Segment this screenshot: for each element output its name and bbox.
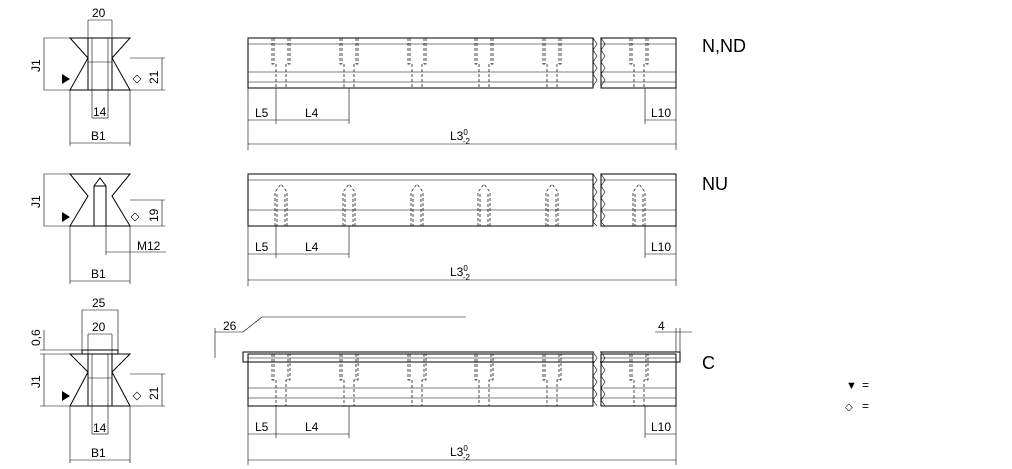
threaded-hole	[545, 183, 559, 226]
dim-inner: 14	[93, 105, 107, 119]
section-view-n-nd: 20 J1 21 14 B1	[29, 6, 165, 146]
rail-view-nu: L5 L4 L10 L30-2	[247, 173, 677, 286]
dim-j1: J1	[29, 59, 43, 72]
threaded-hole	[274, 183, 288, 226]
mounting-hole	[474, 354, 494, 407]
diamond-marker-icon	[132, 391, 142, 401]
row-label-n-nd: N,ND	[702, 36, 746, 56]
mounting-hole	[629, 38, 649, 89]
section-view-nu: J1 19 M12 B1	[29, 173, 166, 284]
mounting-hole	[542, 38, 562, 89]
dim-j1: J1	[29, 375, 43, 388]
row-label-nu: NU	[702, 174, 728, 194]
mounting-hole	[542, 354, 562, 407]
dim-right: 21	[147, 386, 161, 400]
dim-l3: L30-2	[450, 444, 470, 462]
threaded-hole	[410, 183, 424, 226]
rail-view-c: 26 4 L5 L4 L10 L30-2	[214, 316, 692, 465]
dim-right: 21	[147, 70, 161, 84]
dim-right: 19	[147, 208, 161, 222]
legend: ▼ = ◇ =	[845, 378, 869, 413]
diamond-marker-icon	[130, 212, 140, 222]
mounting-hole	[629, 354, 649, 407]
section-view-c: 25 20 0,6 J1 21 14 B1	[29, 296, 165, 463]
mounting-hole	[474, 38, 494, 89]
rail-view-n-nd: L5 L4 L10 L30-2	[247, 37, 677, 150]
dim-l5: L5	[255, 420, 269, 434]
triangle-marker-icon	[62, 391, 70, 401]
dim-l10: L10	[651, 240, 671, 254]
dim-inner: 14	[93, 421, 107, 435]
dim-l4: L4	[305, 240, 319, 254]
triangle-marker-icon	[62, 212, 70, 222]
triangle-marker-icon	[62, 74, 70, 84]
mounting-hole	[407, 38, 427, 89]
dim-l3: L30-2	[450, 264, 470, 282]
dim-l5: L5	[255, 106, 269, 120]
dim-b1: B1	[91, 446, 106, 460]
dim-b1: B1	[91, 267, 106, 281]
dim-b1: B1	[91, 129, 106, 143]
dim-l10: L10	[651, 106, 671, 120]
diamond-legend-icon: ◇	[845, 402, 853, 413]
dim-l4: L4	[305, 106, 319, 120]
dim-top: 20	[92, 6, 106, 20]
dim-top: 20	[92, 320, 106, 334]
row-label-c: C	[702, 353, 715, 373]
threaded-hole	[342, 183, 356, 226]
dim-l5: L5	[255, 240, 269, 254]
dim-thread: M12	[137, 239, 161, 253]
mounting-hole	[271, 38, 291, 89]
dim-right-offset: 4	[658, 319, 665, 333]
diamond-marker-icon	[132, 74, 142, 84]
dim-l3: L30-2	[450, 128, 470, 146]
diamond-legend-eq: =	[862, 399, 869, 413]
mounting-hole	[339, 38, 359, 89]
threaded-hole	[477, 183, 491, 226]
triangle-legend-eq: =	[862, 378, 869, 392]
dim-l4: L4	[305, 420, 319, 434]
dim-l10: L10	[651, 420, 671, 434]
dim-gap: 0,6	[29, 329, 43, 346]
mounting-hole	[407, 354, 427, 407]
dim-top-outer: 25	[92, 296, 106, 310]
triangle-legend-icon: ▼	[846, 380, 857, 392]
threaded-hole	[632, 183, 646, 226]
dim-j1: J1	[29, 195, 43, 208]
mounting-hole	[271, 354, 291, 407]
dim-left-offset: 26	[223, 319, 237, 333]
